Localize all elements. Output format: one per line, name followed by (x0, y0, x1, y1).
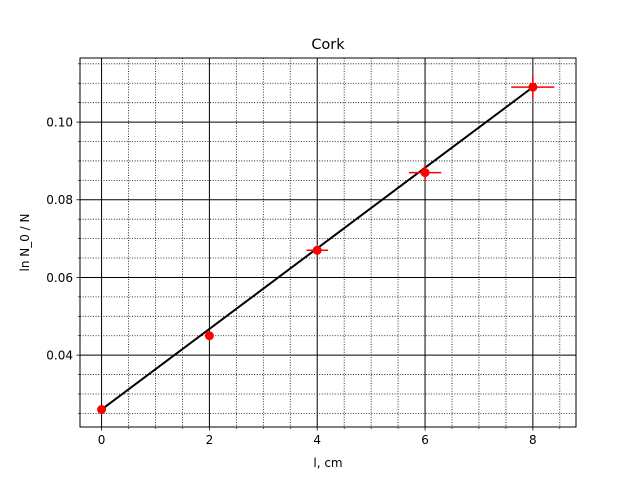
y-tick-label: 0.08 (46, 193, 73, 207)
data-point (204, 331, 214, 341)
y-tick-label: 0.06 (46, 271, 73, 285)
x-tick-label: 6 (421, 433, 429, 447)
x-tick-label: 4 (313, 433, 321, 447)
data-point (528, 82, 538, 92)
ticks-layer: 0 2 4 6 8 0.04 0.06 0.08 0.10 (46, 63, 561, 447)
major-grid (80, 58, 576, 427)
data-point (312, 245, 322, 255)
x-tick-label: 8 (529, 433, 537, 447)
x-tick-label: 2 (206, 433, 214, 447)
data-points-layer (97, 75, 555, 415)
x-axis-title: l, cm (313, 456, 342, 470)
data-point (420, 168, 430, 178)
y-tick-label: 0.04 (46, 348, 73, 362)
y-tick-label: 0.10 (46, 115, 73, 129)
y-axis-title: ln N_0 / N (18, 213, 32, 271)
x-tick-label: 0 (98, 433, 106, 447)
plot-frame (79, 57, 577, 428)
data-point (97, 405, 107, 415)
chart-title: Cork (311, 37, 345, 53)
minor-grid (80, 58, 576, 427)
